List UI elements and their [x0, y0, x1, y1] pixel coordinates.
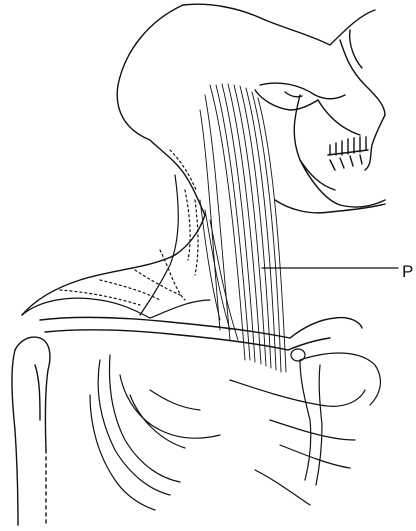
- rib-cage: [90, 353, 380, 510]
- neck-muscle-strands: [200, 84, 286, 372]
- head-neck-outline: [22, 4, 265, 315]
- shoulder-humerus: [12, 337, 50, 525]
- clavicle: [40, 317, 362, 350]
- sternum: [291, 349, 322, 485]
- skull: [255, 10, 385, 213]
- structure-label-p: P: [402, 263, 413, 280]
